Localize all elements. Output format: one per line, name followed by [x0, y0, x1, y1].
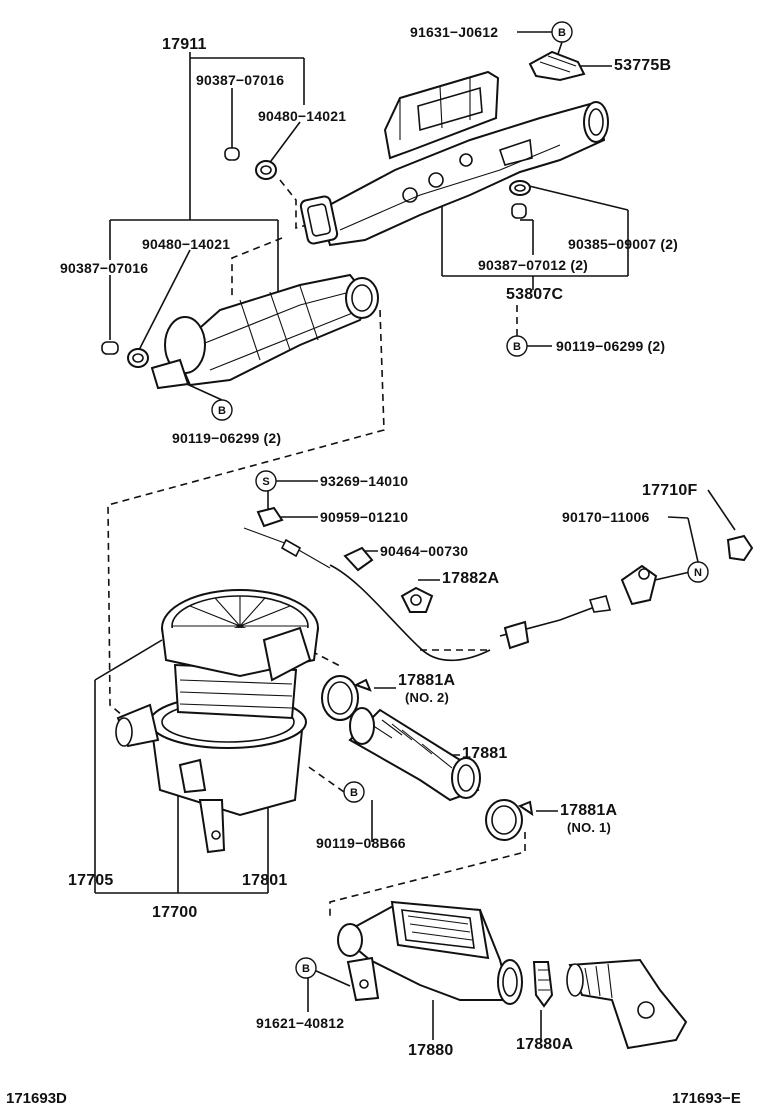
grommets [101, 147, 531, 368]
b-marker-90119-right: B [506, 335, 528, 357]
label-53775b: 53775B [614, 57, 672, 74]
resonator-duct [150, 273, 379, 390]
s-marker-93269: S [255, 470, 277, 492]
label-17911: 17911 [162, 36, 207, 53]
small-fasteners [243, 506, 434, 613]
svg-text:B: B [513, 341, 521, 353]
clip-17880a [532, 961, 554, 1008]
label-90464-00730: 90464−00730 [380, 543, 469, 559]
b-marker-90119-left: B [211, 399, 233, 421]
label-17881a-no1-sub: (NO. 1) [567, 820, 612, 835]
hose-and-clamps [321, 675, 534, 841]
label-17881a-no2-sub: (NO. 2) [405, 690, 450, 705]
label-17801: 17801 [242, 872, 288, 889]
label-17881a-no2: 17881A [398, 672, 456, 689]
throttle-elbow [566, 958, 688, 1050]
label-17881a-no1: 17881A [560, 802, 618, 819]
upper-intake-duct [299, 70, 609, 247]
label-90480-14021-mid: 90480−14021 [142, 236, 231, 252]
label-17882a: 17882A [442, 570, 500, 587]
n-marker-90170: N [687, 561, 709, 583]
label-90119-08b66: 90119−08B66 [316, 835, 406, 851]
label-93269-14010: 93269−14010 [320, 473, 409, 489]
label-53807c: 53807C [506, 286, 564, 303]
label-90119-06299-left: 90119−06299 (2) [172, 430, 282, 446]
svg-text:B: B [558, 27, 566, 39]
label-90170-11006: 90170−11006 [562, 509, 650, 525]
label-17705: 17705 [68, 872, 114, 889]
label-90387-07016-top: 90387−07016 [196, 72, 285, 88]
b-marker-90119-lower: B [343, 781, 365, 803]
svg-text:S: S [262, 476, 269, 488]
label-90385-09007: 90385−09007 (2) [568, 236, 679, 252]
label-90387-07016-mid: 90387−07016 [60, 260, 149, 276]
label-17880: 17880 [408, 1042, 454, 1059]
svg-text:N: N [694, 567, 702, 579]
svg-text:B: B [350, 787, 358, 799]
b-marker-91621: B [295, 957, 317, 979]
marker-circles: B B B S N B B [211, 21, 709, 979]
label-90480-14021-top: 90480−14021 [258, 108, 347, 124]
diagram-code-left: 171693D [6, 1090, 67, 1107]
label-90959-01210: 90959−01210 [320, 509, 409, 525]
svg-text:B: B [218, 405, 226, 417]
air-cleaner-assembly [115, 589, 319, 854]
label-91631-j0612: 91631−J0612 [410, 24, 499, 40]
diagram-code-right: 171693−E [672, 1090, 741, 1107]
label-17700: 17700 [152, 904, 198, 921]
throttle-cable [329, 534, 754, 662]
label-17881: 17881 [462, 745, 508, 762]
svg-text:B: B [302, 963, 310, 975]
label-91621-40812: 91621−40812 [256, 1015, 345, 1031]
label-90119-06299-right: 90119−06299 (2) [556, 338, 666, 354]
b-marker-91631: B [551, 21, 573, 43]
lower-intake-duct [337, 900, 523, 1005]
clip-53775b [528, 50, 586, 82]
leader-lines [94, 31, 736, 1040]
label-17710f: 17710F [642, 482, 698, 499]
label-17880a: 17880A [516, 1036, 574, 1053]
label-90387-07012: 90387−07012 (2) [478, 257, 589, 273]
